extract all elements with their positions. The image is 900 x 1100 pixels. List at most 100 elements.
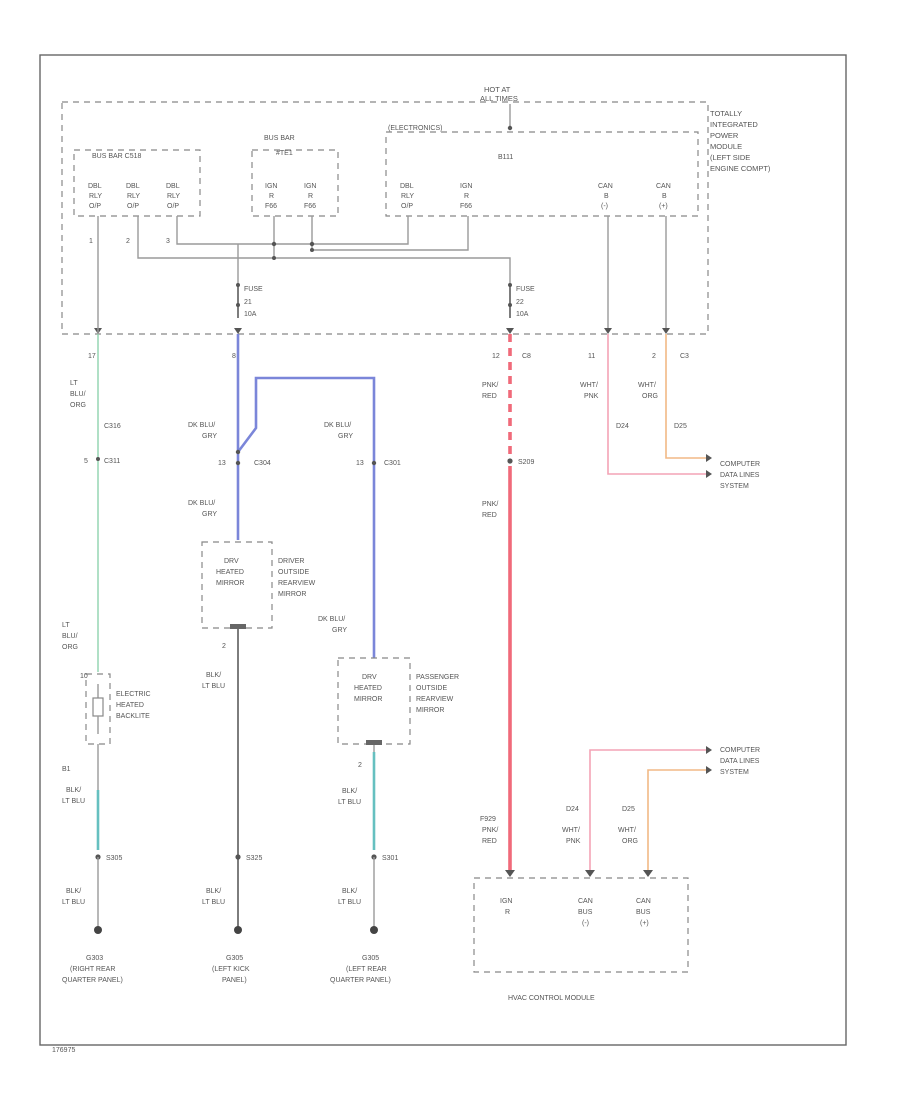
svg-text:BLU/: BLU/ <box>62 633 78 640</box>
svg-text:PASSENGER: PASSENGER <box>416 674 459 681</box>
tipm-pin-4: IGN R F66 <box>265 183 277 210</box>
all-times-label: ALL TIMES <box>480 94 518 103</box>
svg-text:LT BLU: LT BLU <box>202 899 225 906</box>
svg-text:WHT/: WHT/ <box>638 382 656 389</box>
tipm-label-1: TOTALLY <box>710 109 742 118</box>
svg-text:HEATED: HEATED <box>354 685 382 692</box>
svg-text:LT: LT <box>70 380 78 387</box>
splice-s301: S301 <box>382 855 398 862</box>
driver-heated-mirror: DRV HEATED MIRROR DRIVER OUTSIDE REARVIE… <box>201 541 316 629</box>
ground-icon-g1 <box>94 926 102 934</box>
connector-12: 12 <box>492 353 500 360</box>
ground-icon-g3 <box>370 926 378 934</box>
svg-text:DRV: DRV <box>362 674 377 681</box>
can-plus-wire-top <box>665 334 706 459</box>
svg-text:RED: RED <box>482 512 497 519</box>
svg-text:BUS: BUS <box>636 909 651 916</box>
svg-text:OUTSIDE: OUTSIDE <box>416 685 447 692</box>
svg-text:RLY: RLY <box>167 193 180 200</box>
svg-text:CAN: CAN <box>598 183 613 190</box>
svg-text:DK BLU/: DK BLU/ <box>318 616 345 623</box>
bus-bar-c-label: BUS BAR C518 <box>92 153 142 160</box>
driver-mirror-terminal <box>230 624 246 629</box>
svg-text:FUSE: FUSE <box>244 286 263 293</box>
connector-c3: C3 <box>680 353 689 360</box>
connector-c316: C316 <box>104 423 121 430</box>
passenger-mirror-feed-wire <box>236 376 376 658</box>
wire-label-pnk-red-2: PNK/ RED <box>482 501 498 519</box>
connector-c304: C304 <box>254 460 271 467</box>
svg-text:(+): (+) <box>659 203 668 210</box>
svg-text:IGN: IGN <box>460 183 472 190</box>
wire-label-blk-lt-blu-2: BLK/ LT BLU <box>62 888 85 906</box>
pin-number-3: 3 <box>166 238 170 245</box>
fuse-22: FUSE 22 10A <box>508 283 535 318</box>
connector-d24-bottom: D24 <box>566 806 579 813</box>
svg-text:ORG: ORG <box>62 644 78 651</box>
wire-label-blk-lt-blu-5: BLK/ LT BLU <box>338 788 361 806</box>
svg-text:BUS: BUS <box>578 909 593 916</box>
computer-data-lines-top: COMPUTER DATA LINES SYSTEM <box>720 461 760 490</box>
svg-text:CAN: CAN <box>578 898 593 905</box>
svg-text:DATA LINES: DATA LINES <box>720 472 760 479</box>
wire-label-wht-org-2: WHT/ ORG <box>618 827 638 845</box>
splice-s209: S209 <box>518 459 534 466</box>
driver-mirror-pin-2: 2 <box>222 643 226 650</box>
svg-text:DATA LINES: DATA LINES <box>720 758 760 765</box>
bus-bar-b-label: BUS BAR <box>264 135 295 142</box>
tipm-box <box>61 101 709 335</box>
svg-text:LT BLU: LT BLU <box>62 899 85 906</box>
svg-text:PNK: PNK <box>584 393 599 400</box>
bus-bar-b-id: #TE1 <box>276 150 293 157</box>
svg-text:GRY: GRY <box>202 433 217 440</box>
ground-g303: G303 (RIGHT REAR QUARTER PANEL) <box>62 955 123 984</box>
bus-wire-dbl-rly <box>176 216 409 245</box>
connector-17: 17 <box>88 353 96 360</box>
tipm-label-5: (LEFT SIDE <box>710 153 750 162</box>
can-plus-wire-bottom <box>647 769 706 874</box>
fuse-21: FUSE 21 10A <box>236 283 263 318</box>
wire-label-blk-lt-blu-1: BLK/ LT BLU <box>62 787 85 805</box>
tipm-label-6: ENGINE COMPT) <box>710 164 771 173</box>
wire-label-lt-blu-org-1: LT BLU/ ORG <box>70 380 86 409</box>
bus-wire-fuse-22 <box>137 216 511 285</box>
wire-label-dk-blu-gry-4: DK BLU/ GRY <box>318 616 347 634</box>
svg-text:MIRROR: MIRROR <box>278 591 306 598</box>
connector-c311: C311 <box>104 458 120 465</box>
diagram-frame <box>39 54 847 1046</box>
ground-g305-rear: G305 (LEFT REAR QUARTER PANEL) <box>330 955 391 984</box>
tipm-label-3: POWER <box>710 131 739 140</box>
svg-text:PANEL): PANEL) <box>222 977 247 984</box>
connector-2: 2 <box>652 353 656 360</box>
tipm-pin-8: CAN B (-) <box>598 183 613 210</box>
svg-text:REARVIEW: REARVIEW <box>278 580 316 587</box>
connector-8: 8 <box>232 353 236 360</box>
wire-label-blk-lt-blu-4: BLK/ LT BLU <box>202 888 225 906</box>
svg-text:ORG: ORG <box>622 838 638 845</box>
svg-text:B: B <box>662 193 667 200</box>
wire-label-pnk-red-3: PNK/ RED <box>482 827 498 845</box>
computer-data-lines-bottom: COMPUTER DATA LINES SYSTEM <box>720 747 760 776</box>
tipm-pin-5: IGN R F66 <box>304 183 316 210</box>
svg-text:MIRROR: MIRROR <box>354 696 382 703</box>
svg-text:LT BLU: LT BLU <box>338 899 361 906</box>
passenger-mirror-pin-2: 2 <box>358 762 362 769</box>
svg-text:ORG: ORG <box>70 402 86 409</box>
svg-text:FUSE: FUSE <box>516 286 535 293</box>
svg-text:GRY: GRY <box>202 511 217 518</box>
svg-text:RED: RED <box>482 838 497 845</box>
connector-c301: C301 <box>384 460 401 467</box>
svg-text:SYSTEM: SYSTEM <box>720 483 749 490</box>
splice-s305: S305 <box>106 855 122 862</box>
svg-text:O/P: O/P <box>127 203 139 210</box>
svg-text:DBL: DBL <box>400 183 414 190</box>
tipm-pin-9: CAN B (+) <box>656 183 671 210</box>
splice-s325: S325 <box>246 855 262 862</box>
backlite-pin-10: 10 <box>80 673 88 680</box>
svg-text:ORG: ORG <box>642 393 658 400</box>
svg-text:F66: F66 <box>304 203 316 210</box>
svg-text:WHT/: WHT/ <box>618 827 636 834</box>
svg-text:BLK/: BLK/ <box>206 672 221 679</box>
connector-11: 11 <box>588 353 595 360</box>
